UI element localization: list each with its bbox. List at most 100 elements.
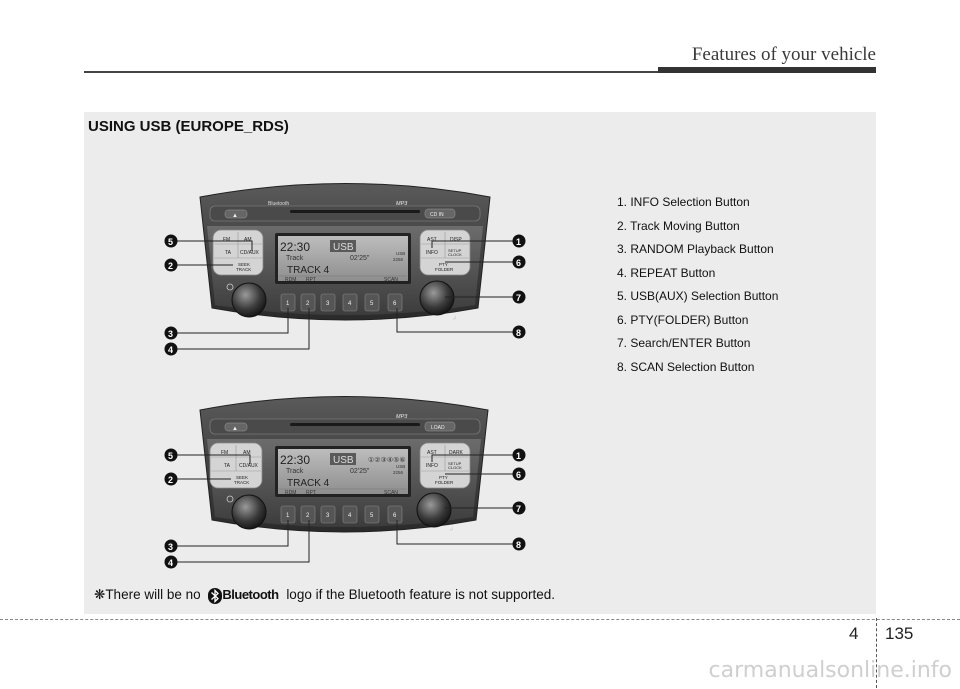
svg-text:5: 5: [370, 301, 374, 307]
svg-text:↲: ↲: [452, 315, 457, 322]
header-rule-accent: [658, 67, 876, 73]
svg-text:▲: ▲: [232, 213, 238, 219]
svg-text:5: 5: [370, 513, 374, 519]
svg-text:2256: 2256: [393, 470, 404, 475]
svg-text:SCAN: SCAN: [384, 490, 398, 496]
callout-2: 2: [168, 261, 173, 271]
page-number: 135: [885, 624, 914, 643]
svg-text:CD/AUX: CD/AUX: [239, 463, 259, 469]
chapter-number: 4: [849, 624, 859, 643]
svg-text:2: 2: [168, 475, 173, 485]
bluetooth-logo: Bluetooth: [208, 587, 279, 604]
callout-1: 1: [516, 237, 521, 247]
svg-text:5: 5: [168, 451, 173, 461]
callout-5: 5: [168, 237, 173, 247]
svg-text:SEEK: SEEK: [236, 475, 248, 480]
bluetooth-logo-text: Bluetooth: [222, 587, 279, 603]
svg-text:6: 6: [393, 513, 397, 519]
legend-item: 1. INFO Selection Button: [617, 195, 750, 209]
svg-text:CD/AUX: CD/AUX: [240, 250, 260, 256]
screen-time: 22:30: [280, 240, 310, 254]
preset-row-bottom: 1 2 3 4 5 6: [280, 505, 403, 524]
legend-item: 2. Track Moving Button: [617, 218, 740, 233]
callouts-top: 5 2 3 4 1 6 7 8: [164, 234, 526, 356]
bluetooth-note: ❋There will be no Bluetooth logo if the …: [94, 587, 555, 604]
svg-text:TA: TA: [224, 463, 231, 469]
svg-text:RDM: RDM: [285, 490, 296, 496]
svg-text:1: 1: [286, 301, 290, 307]
svg-text:RPT: RPT: [306, 490, 316, 496]
svg-text:FM: FM: [221, 450, 228, 456]
watermark: carmanualsonline.info: [708, 658, 952, 683]
note-text-before: There will be no: [105, 587, 201, 602]
note-text-after: logo if the Bluetooth feature is not sup…: [286, 587, 555, 602]
legend-item: 7. Search/ENTER Button: [617, 336, 751, 350]
svg-text:TRACK: TRACK: [234, 480, 249, 485]
section-title: USING USB (EUROPE_RDS): [88, 118, 289, 135]
svg-text:USB: USB: [396, 464, 405, 469]
svg-text:22:30: 22:30: [280, 453, 310, 467]
callout-7: 7: [516, 293, 521, 303]
svg-text:CLOCK: CLOCK: [448, 465, 462, 470]
svg-text:2256: 2256: [393, 257, 404, 262]
legend-item: 4. REPEAT Button: [617, 265, 716, 280]
svg-text:CLOCK: CLOCK: [448, 252, 462, 257]
header-title: Features of your vehicle: [691, 44, 876, 65]
svg-text:Track: Track: [286, 468, 304, 475]
bluetooth-icon: [208, 587, 223, 604]
callouts-bottom: 5 2 3 4 1 6 7 8: [164, 448, 526, 569]
svg-text:6: 6: [516, 470, 521, 480]
preset-row-top: 1 2 3 4 5 6: [280, 293, 403, 312]
cdin-label: CD IN: [430, 212, 444, 218]
svg-text:Track: Track: [286, 255, 304, 262]
svg-text:FOLDER: FOLDER: [435, 267, 454, 272]
note-symbol: ❋: [94, 587, 106, 602]
svg-text:AST: AST: [427, 450, 437, 456]
legend-item: 6. PTY(FOLDER) Button: [617, 312, 749, 327]
screen-source: USB: [333, 242, 354, 253]
svg-text:DISP: DISP: [450, 237, 462, 243]
button-legend: 1. INFO Selection Button 2. Track Moving…: [617, 193, 778, 381]
svg-text:2: 2: [306, 513, 310, 519]
svg-text:2: 2: [306, 301, 310, 307]
disc-indicators: ①②③④⑤⑥: [368, 456, 406, 464]
svg-text:FOLDER: FOLDER: [435, 480, 454, 485]
svg-text:↲: ↲: [449, 526, 454, 533]
svg-text:8: 8: [516, 540, 521, 550]
svg-text:PTY: PTY: [439, 475, 448, 480]
svg-text:6: 6: [393, 301, 397, 307]
svg-text:4: 4: [348, 301, 352, 307]
svg-text:▲: ▲: [232, 426, 238, 432]
load-label: LOAD: [431, 425, 445, 431]
svg-text:TA: TA: [225, 250, 232, 256]
svg-text:7: 7: [516, 504, 521, 514]
svg-text:4: 4: [348, 513, 352, 519]
disc-logos: MP3: [396, 201, 408, 207]
svg-text:TRACK: TRACK: [236, 267, 251, 272]
svg-text:SETUP: SETUP: [448, 461, 462, 466]
svg-text:FM: FM: [223, 237, 230, 243]
legend-item: 5. USB(AUX) Selection Button: [617, 289, 779, 303]
svg-text:INFO: INFO: [426, 463, 438, 469]
bluetooth-label: Bluetooth: [268, 201, 289, 207]
svg-text:USB: USB: [333, 455, 354, 466]
svg-text:3: 3: [168, 542, 173, 552]
svg-text:DARK: DARK: [449, 450, 464, 456]
header-rule: [84, 71, 876, 73]
callout-6: 6: [516, 258, 521, 268]
svg-text:AM: AM: [244, 237, 252, 243]
svg-text:02'25": 02'25": [350, 255, 370, 262]
svg-text:1: 1: [286, 513, 290, 519]
svg-text:3: 3: [326, 513, 330, 519]
svg-text:02'25": 02'25": [350, 468, 370, 475]
page-number-divider: [876, 618, 878, 688]
svg-text:INFO: INFO: [426, 250, 438, 256]
svg-text:SCAN: SCAN: [384, 277, 398, 283]
svg-text:USB: USB: [396, 251, 405, 256]
footer-rule: [0, 619, 960, 620]
legend-item: 8. SCAN Selection Button: [617, 359, 755, 374]
svg-text:SEEK: SEEK: [238, 262, 250, 267]
svg-text:4: 4: [168, 558, 173, 568]
